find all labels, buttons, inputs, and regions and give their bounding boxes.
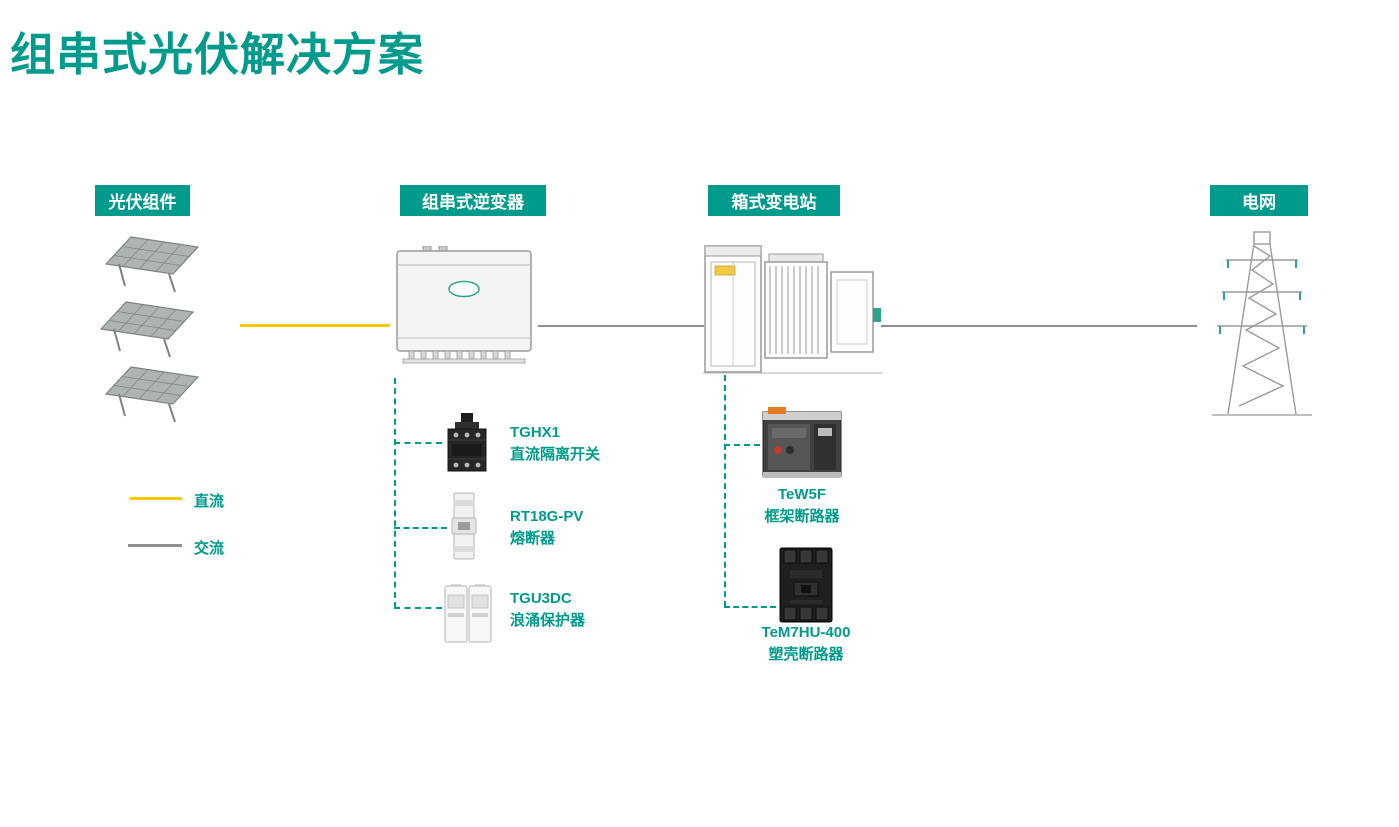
- inverter-components-trunk-line: [394, 378, 396, 608]
- stage-badge-grid: 电网: [1210, 185, 1308, 216]
- component-model: TeW5F: [777, 486, 827, 503]
- tghx1-branch-line: [394, 442, 442, 444]
- component-label-tem7hu: TeM7HU-400 塑壳断路器: [746, 624, 866, 665]
- component-model: TeM7HU-400: [761, 624, 851, 641]
- legend-dc-label: 直流: [194, 493, 225, 510]
- transmission-tower-icon: [1212, 226, 1312, 423]
- stage-badge-string-inverter: 组串式逆变器: [400, 185, 546, 216]
- component-model: RT18G-PV: [510, 508, 584, 525]
- rt18g-branch-line: [394, 527, 447, 529]
- rt18g-product-image: [449, 492, 479, 565]
- component-label-rt18g: RT18G-PV 熔断器: [510, 508, 583, 549]
- tem7hu-branch-line: [724, 606, 776, 608]
- substation-components-trunk-line: [724, 375, 726, 607]
- legend-dc-line: [130, 497, 182, 500]
- component-name: 浪涌保护器: [510, 611, 586, 629]
- component-label-tghx1: TGHX1 直流隔离开关: [510, 424, 600, 465]
- ac-flow-line-2: [881, 325, 1197, 327]
- solar-panel-icon: [104, 234, 200, 301]
- tem7hu-product-image: [777, 546, 835, 629]
- legend-ac-line: [128, 544, 182, 547]
- component-name: 框架断路器: [764, 507, 840, 525]
- stage-badge-box-substation: 箱式变电站: [708, 185, 840, 216]
- component-name: 直流隔离开关: [510, 445, 601, 463]
- tghx1-product-image: [443, 412, 491, 479]
- component-label-tgu3dc: TGU3DC 浪涌保护器: [510, 590, 585, 631]
- component-name: 熔断器: [510, 529, 556, 547]
- solar-panel-icon: [99, 299, 195, 366]
- tgu3dc-product-image: [443, 583, 493, 650]
- component-label-tew5f: TeW5F 框架断路器: [752, 486, 852, 527]
- component-model: TGHX1: [510, 424, 561, 441]
- component-name: 塑壳断路器: [768, 645, 844, 663]
- box-substation-illustration: [703, 236, 883, 381]
- tew5f-product-image: [762, 406, 842, 487]
- tew5f-branch-line: [724, 444, 760, 446]
- legend-ac-label: 交流: [194, 540, 225, 557]
- stage-badge-pv-modules: 光伏组件: [95, 185, 190, 216]
- string-inverter-illustration: [395, 245, 535, 375]
- tgu3dc-branch-line: [394, 607, 442, 609]
- solar-panel-icon: [104, 364, 200, 431]
- ac-flow-line-1: [538, 325, 704, 327]
- dc-flow-line: [240, 324, 390, 327]
- page-title: 组串式光伏解决方案: [10, 29, 425, 80]
- component-model: TGU3DC: [510, 590, 572, 607]
